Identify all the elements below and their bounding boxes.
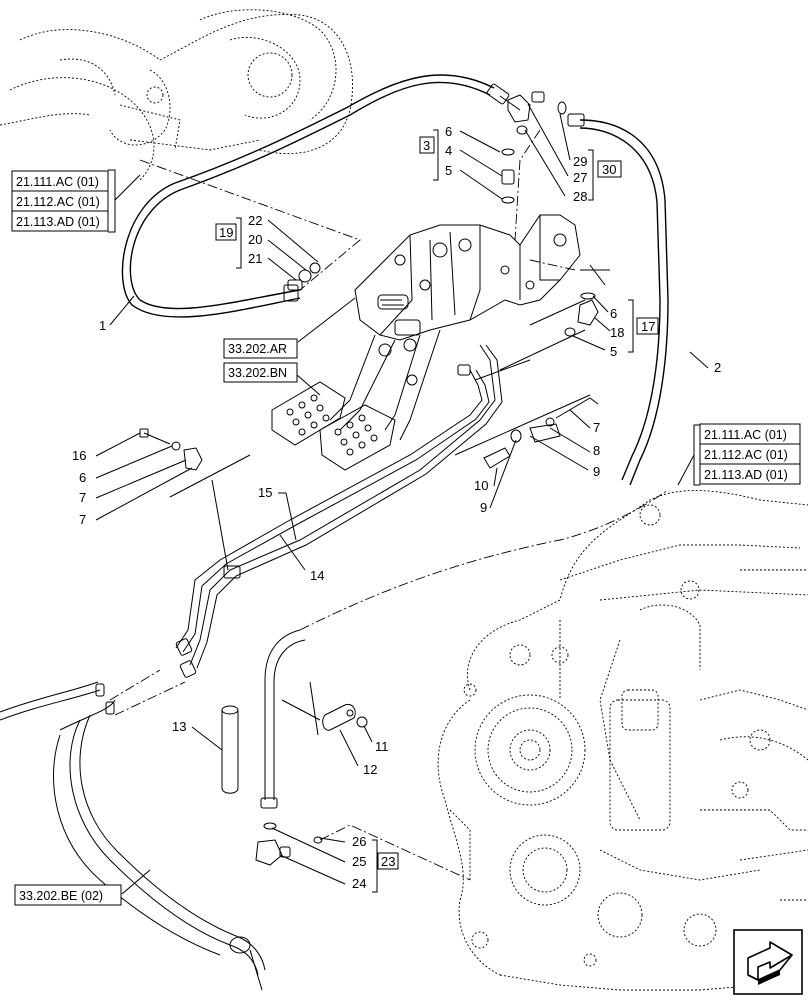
- reference-box-right[interactable]: 21.111.AC (01) 21.112.AC (01) 21.113.AD …: [699, 423, 801, 485]
- ref-right-3: 21.113.AD (01): [704, 468, 788, 482]
- callout-12: 12: [363, 762, 377, 777]
- callout-6-left: 6: [79, 470, 86, 485]
- group-boxes: 3 19 30 17 23: [215, 136, 659, 870]
- callout-numbers: 1 2 6 4 5 29 27 28 22 20 21 6 18 5 7 8 9…: [72, 124, 721, 891]
- ref-right-1: 21.111.AC (01): [704, 428, 787, 442]
- reference-33-202-be[interactable]: 33.202.BE (02): [14, 884, 122, 906]
- group-30: 30: [602, 162, 616, 177]
- pedal-pad-studs: [286, 394, 378, 456]
- lower-hoses: [0, 681, 266, 991]
- transmission-phantom-housing: [437, 490, 808, 991]
- callout-13: 13: [172, 719, 186, 734]
- callout-6: 6: [445, 124, 452, 139]
- callout-22: 22: [248, 213, 262, 228]
- callout-5-right: 5: [610, 344, 617, 359]
- callout-25: 25: [352, 854, 366, 869]
- callout-9-left: 9: [480, 500, 487, 515]
- callout-18: 18: [610, 325, 624, 340]
- centerlines: [109, 129, 669, 881]
- brake-pipes-14-15: [175, 344, 503, 678]
- hose-1: [121, 74, 521, 318]
- callout-5: 5: [445, 163, 452, 178]
- group-23: 23: [381, 854, 395, 869]
- callout-29: 29: [573, 154, 587, 169]
- callout-11: 11: [375, 739, 389, 754]
- callout-7-left-b: 7: [79, 512, 86, 527]
- callout-10: 10: [474, 478, 488, 493]
- callout-7-left-a: 7: [79, 490, 86, 505]
- group-3: 3: [423, 138, 430, 153]
- reference-33-202-bn[interactable]: 33.202.BN: [223, 362, 298, 383]
- ref-left-2: 21.112.AC (01): [16, 195, 100, 209]
- callout-27: 27: [573, 170, 587, 185]
- cut-lines: [169, 264, 610, 736]
- callout-16: 16: [72, 448, 86, 463]
- callout-24: 24: [352, 876, 366, 891]
- ref-33-202-be: 33.202.BE (02): [19, 889, 103, 903]
- callout-2: 2: [714, 360, 721, 375]
- callout-26: 26: [352, 834, 366, 849]
- hose-2: [567, 113, 669, 486]
- group-19: 19: [219, 225, 233, 240]
- callout-8: 8: [593, 443, 600, 458]
- callout-14: 14: [310, 568, 324, 583]
- ref-left-1: 21.111.AC (01): [16, 175, 99, 189]
- parts-11-12-13: [221, 703, 368, 794]
- callout-15: 15: [258, 485, 272, 500]
- parts-7-8-9-10: [139, 397, 599, 471]
- reference-33-202-ar[interactable]: 33.202.AR: [223, 338, 298, 359]
- reference-box-left[interactable]: 21.111.AC (01) 21.112.AC (01) 21.113.AD …: [11, 170, 109, 232]
- callout-21: 21: [248, 251, 262, 266]
- next-page-arrow-icon[interactable]: [733, 929, 803, 995]
- callout-20: 20: [248, 232, 262, 247]
- ref-33-202-ar: 33.202.AR: [228, 342, 287, 356]
- callout-6-right: 6: [610, 306, 617, 321]
- callout-1: 1: [99, 318, 106, 333]
- pipe-lower-center: [255, 629, 323, 866]
- callout-9-right: 9: [593, 464, 600, 479]
- leader-lines: [95, 103, 709, 895]
- ref-right-2: 21.112.AC (01): [704, 448, 788, 462]
- top-left-phantom-assembly: [0, 9, 353, 181]
- group-17: 17: [641, 319, 655, 334]
- callout-4: 4: [445, 143, 452, 158]
- elbow-fittings-top: [287, 91, 599, 337]
- callout-7-right: 7: [593, 420, 600, 435]
- ref-left-3: 21.113.AD (01): [16, 215, 100, 229]
- brake-valve-assembly: [271, 214, 581, 471]
- ref-33-202-bn: 33.202.BN: [228, 366, 287, 380]
- callout-28: 28: [573, 189, 587, 204]
